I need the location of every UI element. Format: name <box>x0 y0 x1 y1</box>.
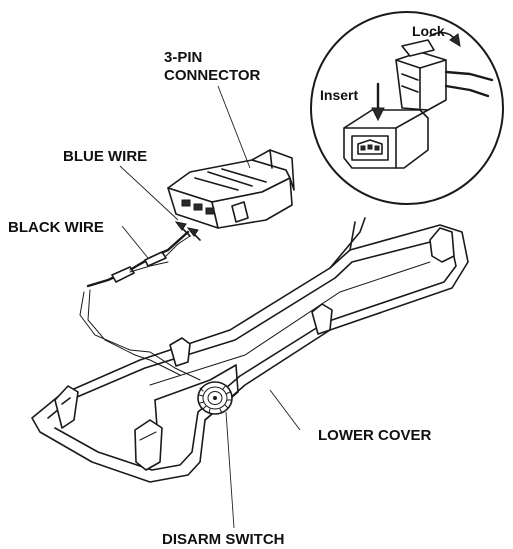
leader-lines <box>119 85 301 529</box>
connector-label-line2: CONNECTOR <box>164 67 261 84</box>
inset-insert-label: Insert <box>320 87 358 103</box>
connector-detail-inset <box>310 11 504 205</box>
three-pin-connector-drawing <box>167 149 295 241</box>
blue-wire-label: BLUE WIRE <box>63 148 147 165</box>
lower-cover-drawing <box>31 217 469 483</box>
inset-lock-label: Lock <box>412 23 445 39</box>
black-wire-label: BLACK WIRE <box>8 219 104 236</box>
wire-harness <box>79 230 201 381</box>
disarm-switch-label: DISARM SWITCH <box>162 531 285 548</box>
lower-cover-label: LOWER COVER <box>318 427 432 444</box>
disarm-switch-drawing <box>197 381 233 415</box>
connector-label-line1: 3-PIN <box>164 49 202 66</box>
